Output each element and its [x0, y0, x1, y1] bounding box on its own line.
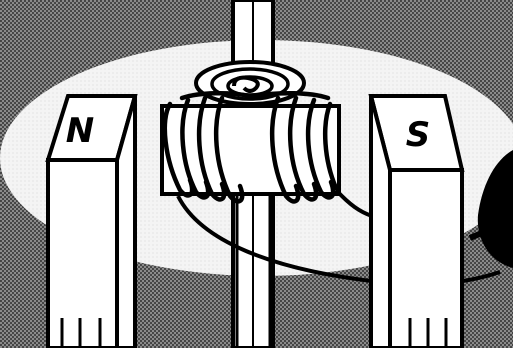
south-pole-label: S [406, 115, 431, 155]
south-magnet: S [371, 96, 462, 348]
north-magnet: N [48, 96, 135, 348]
north-pole-label: N [66, 111, 94, 151]
